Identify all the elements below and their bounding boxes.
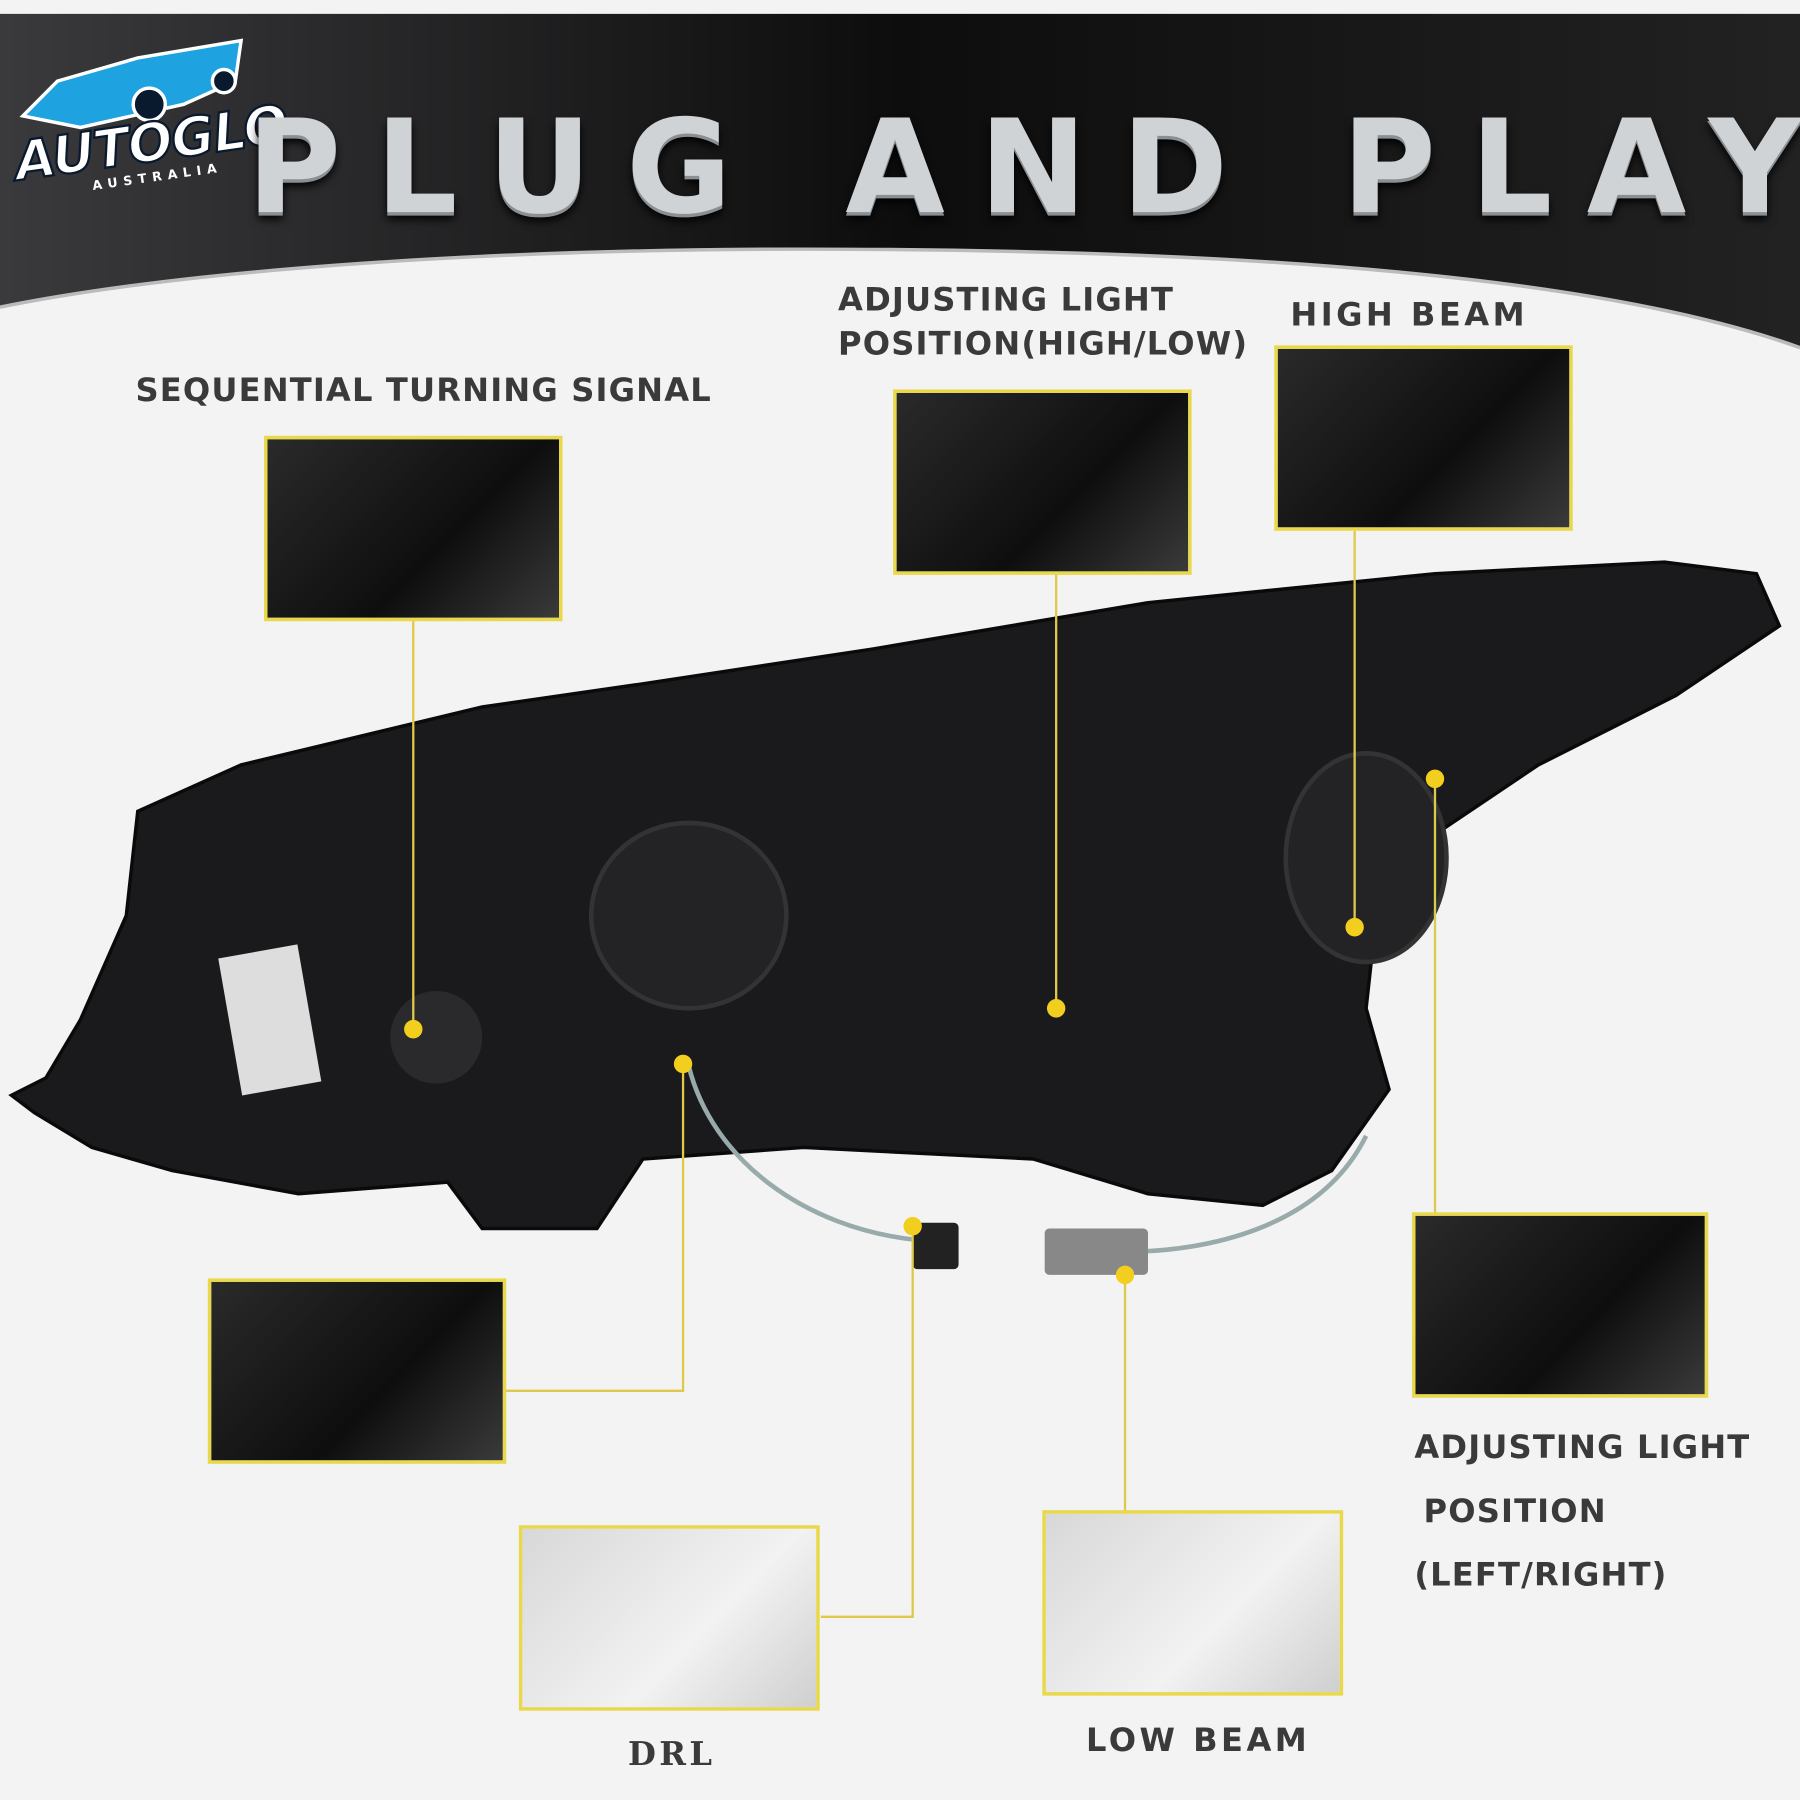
turn-signal-socket	[390, 990, 483, 1084]
drl-wire	[686, 1065, 919, 1243]
drl-plug	[912, 1222, 959, 1270]
detail-photo-adjust-left-right	[1412, 1212, 1709, 1398]
low-beam-plug	[1044, 1228, 1148, 1275]
label-adjusting-high-low-line1: ADJUSTING LIGHT	[838, 280, 1175, 319]
page-title: PLUG AND PLAY	[246, 92, 1800, 244]
detail-photo-turn-signal	[264, 435, 563, 622]
detail-photo-drl	[518, 1525, 820, 1711]
label-adjusting-lr-line1: ADJUSTING LIGHT	[1414, 1427, 1751, 1467]
headlight-housing	[8, 560, 1782, 1231]
label-adjusting-lr-line3: (LEFT/RIGHT)	[1414, 1555, 1668, 1594]
low-beam-wire	[1125, 1134, 1369, 1255]
detail-photo-high-beam	[1274, 345, 1573, 531]
low-beam-cap	[588, 820, 789, 1011]
label-adjusting-lr-line2: POSITION	[1423, 1491, 1607, 1530]
label-adjusting-high-low-line2: POSITION(HIGH/LOW)	[838, 324, 1249, 363]
high-beam-cap	[1283, 751, 1449, 965]
header-band	[0, 13, 1800, 348]
label-low-beam: LOW BEAM	[1086, 1721, 1311, 1760]
detail-photo-low-beam	[1042, 1510, 1344, 1696]
product-sticker	[218, 944, 322, 1096]
detail-photo-drl-connector	[207, 1278, 507, 1464]
label-drl: DRL	[627, 1735, 716, 1774]
car-logo-icon	[19, 38, 244, 130]
detail-photo-adjust-high-low	[893, 389, 1192, 575]
label-sequential-turning-signal: SEQUENTIAL TURNING SIGNAL	[135, 370, 712, 410]
callout-dots	[404, 769, 1445, 1285]
leader-lines	[412, 530, 1437, 1618]
label-high-beam: HIGH BEAM	[1290, 295, 1529, 334]
header-edge	[0, 247, 1800, 350]
